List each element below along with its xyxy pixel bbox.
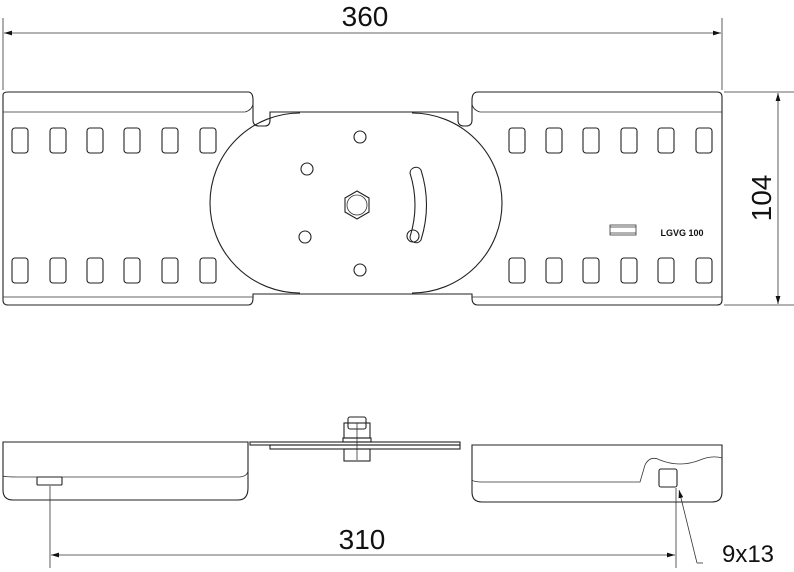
dimension-spacing-label: 310 bbox=[339, 524, 386, 555]
slot-size-label: 9x13 bbox=[722, 541, 774, 568]
slots-right-top bbox=[508, 127, 713, 154]
obo-logo bbox=[609, 224, 637, 236]
bolt-side bbox=[342, 416, 372, 462]
hex-bolt-top bbox=[344, 190, 370, 220]
slots-right-bottom bbox=[508, 257, 713, 284]
curved-slot bbox=[409, 166, 427, 244]
dimension-104: 104 bbox=[724, 91, 794, 306]
top-view: LGVG 100 bbox=[2, 91, 723, 306]
dimension-360: 360 bbox=[2, 1, 723, 90]
dimension-310: 310 bbox=[49, 486, 677, 568]
dimension-height-label: 104 bbox=[746, 175, 777, 222]
dimension-length-label: 360 bbox=[342, 1, 389, 32]
slots-left-bottom bbox=[11, 257, 217, 284]
slots-left-top bbox=[11, 127, 217, 154]
mounting-holes bbox=[298, 130, 420, 277]
slot-size-callout: 9x13 bbox=[678, 489, 774, 568]
side-view bbox=[2, 416, 723, 503]
part-label: LGVG 100 bbox=[660, 228, 703, 238]
